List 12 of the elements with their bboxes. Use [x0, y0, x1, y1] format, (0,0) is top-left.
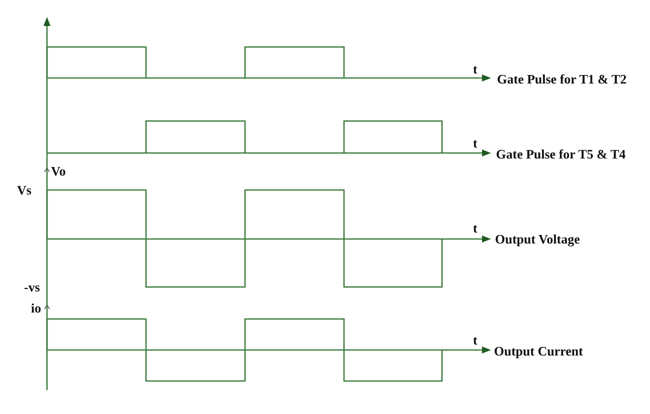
axis-label: t	[473, 334, 478, 346]
axis-label: t	[473, 136, 478, 150]
level-label: -vs	[24, 280, 40, 294]
axis-label: t	[473, 222, 478, 234]
signal-label: Gate Pulse for T5 & T4	[496, 148, 626, 160]
signal-label: Output Current	[494, 344, 583, 358]
level-label: Vs	[17, 184, 32, 196]
axis-label: t	[473, 62, 478, 76]
signal-label: Gate Pulse for T1 & T2	[497, 72, 627, 86]
signal-label: Output Voltage	[495, 232, 580, 246]
axis-label: Vo	[51, 164, 66, 178]
axis-label: io	[31, 302, 42, 314]
